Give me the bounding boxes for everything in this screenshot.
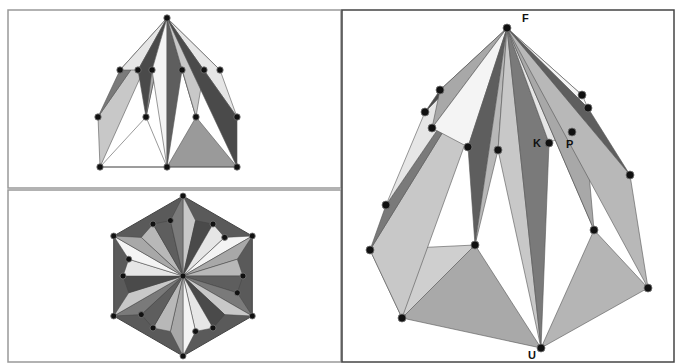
point-label: K — [533, 138, 541, 149]
vertex-dot — [180, 353, 186, 359]
vertex-dot — [503, 24, 511, 32]
vertex-dot — [222, 234, 228, 240]
vertex-dot — [210, 325, 216, 331]
facet — [183, 276, 196, 356]
vertex-dot — [111, 233, 117, 239]
front-view — [95, 15, 240, 170]
vertex-dot — [117, 67, 123, 73]
facet — [98, 18, 167, 167]
vertex-dot — [436, 86, 444, 94]
vertex-dot — [111, 313, 117, 319]
facet — [114, 276, 183, 316]
vertex-dot — [234, 114, 240, 120]
point-label: P — [566, 139, 573, 150]
vertex-dot — [193, 114, 199, 120]
vertex-dot — [97, 164, 103, 170]
facet — [370, 28, 507, 318]
vertex-dot — [164, 164, 170, 170]
vertex-dot — [471, 241, 479, 249]
vertex-dot — [201, 67, 207, 73]
vertex-dot — [464, 143, 472, 151]
perspective-panel — [342, 10, 674, 362]
vertex-dot — [537, 344, 545, 352]
vertex-dot — [143, 114, 149, 120]
vertex-dot — [180, 193, 186, 199]
vertex-dot — [149, 67, 155, 73]
vertex-dot — [180, 273, 186, 279]
facet — [507, 28, 648, 288]
facet — [183, 236, 252, 276]
top-view-panel — [8, 190, 341, 362]
vertex-dot — [626, 171, 634, 179]
vertex-dot — [382, 201, 390, 209]
vertex-dot — [366, 246, 374, 254]
vertex-dot — [644, 284, 652, 292]
vertex-dot — [494, 146, 502, 154]
vertex-dot — [398, 314, 406, 322]
vertex-dot — [249, 313, 255, 319]
vertex-dot — [234, 164, 240, 170]
vertex-dot — [193, 328, 199, 334]
vertex-dot — [135, 67, 141, 73]
vertex-dot — [249, 233, 255, 239]
vertex-dot — [164, 15, 170, 21]
facet — [370, 28, 507, 250]
point-label: U — [528, 350, 536, 361]
vertex-dot — [95, 114, 101, 120]
facet — [183, 236, 252, 276]
vertex-dot — [120, 273, 126, 279]
vertex-dot — [590, 226, 598, 234]
vertex-dot — [150, 221, 156, 227]
point-label: F — [522, 13, 529, 24]
front-view-panel — [8, 10, 341, 188]
vertex-dot — [545, 139, 553, 147]
facet — [183, 259, 243, 276]
top-view — [111, 193, 256, 359]
hexagon — [114, 196, 253, 356]
vertex-dot — [578, 91, 586, 99]
vertex-dot — [421, 108, 429, 116]
vertex-dot — [167, 218, 173, 224]
vertex-dot — [217, 67, 223, 73]
facet — [114, 276, 183, 316]
vertex-dot — [428, 124, 436, 132]
vertex-dot — [240, 273, 246, 279]
vertex-dot — [210, 221, 216, 227]
vertex-dot — [179, 67, 185, 73]
vertex-dot — [138, 312, 144, 318]
vertex-dot — [568, 128, 576, 136]
vertex-dot — [584, 104, 592, 112]
facet — [167, 18, 237, 167]
perspective-view — [366, 24, 652, 352]
vertex-dot — [150, 325, 156, 331]
facet — [123, 276, 183, 293]
facet — [170, 196, 183, 276]
facet — [152, 18, 167, 167]
vertex-dot — [234, 290, 240, 296]
vertex-dot — [126, 256, 132, 262]
